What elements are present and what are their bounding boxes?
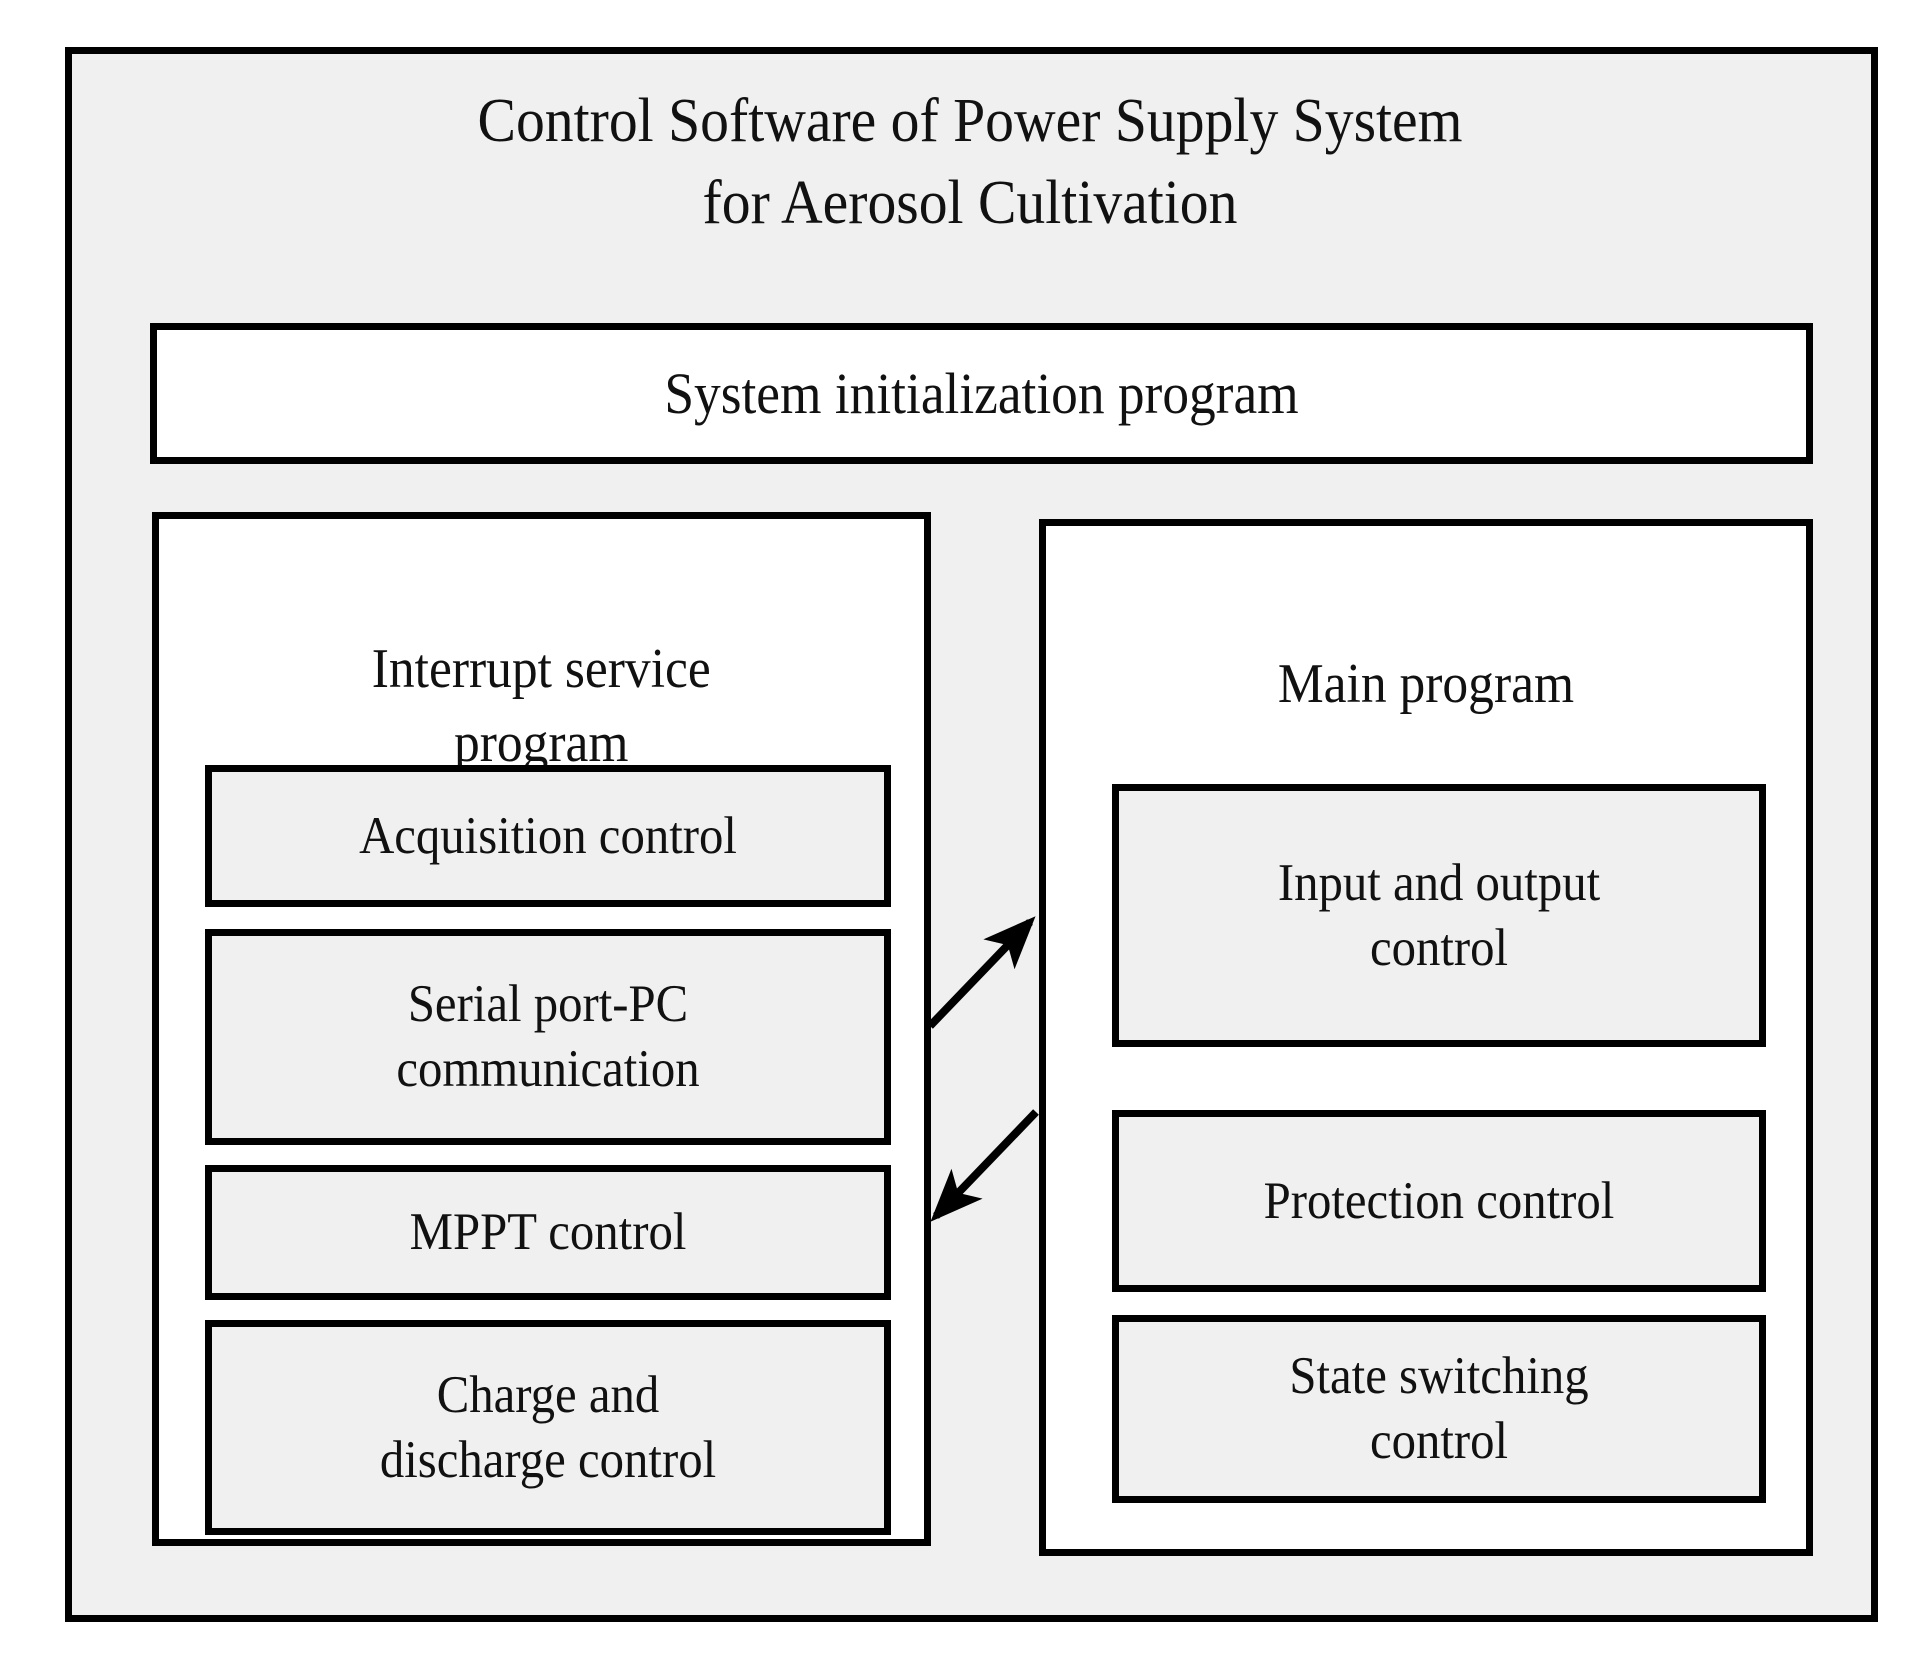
system-initialization-program-box: System initialization program [150,323,1813,464]
mppt-control-label: MPPT control [409,1203,687,1262]
interrupt-service-program-heading-label: Interrupt service program [371,637,711,774]
input-and-output-control-label: Input and output control [1277,853,1601,977]
serial-port-pc-communication-label: Serial port-PC communication [396,975,700,1098]
serial-port-pc-communication-box: Serial port-PC communication [205,929,891,1145]
acquisition-control-box: Acquisition control [205,765,891,907]
charge-and-discharge-control-box: Charge and discharge control [205,1320,891,1535]
state-switching-control-label: State switching control [1289,1347,1589,1470]
input-and-output-control-box: Input and output control [1112,784,1766,1047]
system-initialization-program-label: System initialization program [664,360,1299,426]
main-program-heading-label: Main program [1277,652,1575,715]
protection-control-label: Protection control [1263,1171,1615,1230]
charge-and-discharge-control-label: Charge and discharge control [379,1365,717,1489]
interrupt-service-program-heading: Interrupt service program [159,559,924,781]
mppt-control-box: MPPT control [205,1165,891,1300]
diagram-title: Control Software of Power Supply System … [477,87,1463,238]
interrupt-service-program-panel: Interrupt service program Acquisition co… [152,512,931,1546]
acquisition-control-label: Acquisition control [359,806,737,865]
state-switching-control-box: State switching control [1112,1315,1766,1503]
main-program-heading: Main program [1046,574,1806,722]
protection-control-box: Protection control [1112,1110,1766,1292]
main-program-panel: Main program Input and output control Pr… [1039,519,1813,1556]
